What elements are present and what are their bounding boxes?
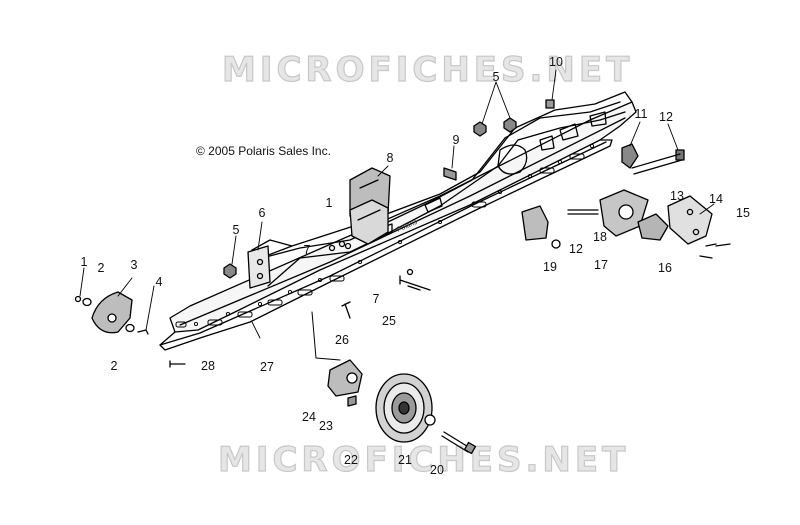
callout-2-lower[interactable]: 2 — [110, 358, 118, 373]
bolts-15 — [699, 243, 731, 259]
callout-26[interactable]: 26 — [335, 332, 349, 347]
callout-8[interactable]: 8 — [386, 150, 394, 165]
rear-shaft-13 — [631, 153, 683, 175]
callout-24[interactable]: 24 — [302, 409, 316, 424]
bracket-14 — [667, 195, 713, 245]
pivot-arm-bore — [618, 204, 634, 220]
callout-12[interactable]: 12 — [659, 109, 673, 124]
bolt-7b — [399, 275, 431, 291]
wheel-bracket-24 — [327, 359, 363, 397]
watermark-top: MICROFICHES.NET — [221, 49, 634, 90]
bolt-10 — [545, 99, 555, 109]
callout-22[interactable]: 22 — [344, 452, 358, 467]
bolt-9 — [443, 167, 457, 181]
callout-7-upper[interactable]: 7 — [303, 242, 311, 257]
cap-16 — [637, 213, 669, 241]
leader-line — [311, 311, 341, 361]
bolt-28 — [169, 360, 186, 368]
callout-25[interactable]: 25 — [382, 313, 396, 328]
nut-5b — [473, 121, 487, 137]
callout-11[interactable]: 11 — [634, 106, 648, 121]
nut-12 — [675, 149, 685, 161]
washer-2b — [125, 323, 135, 333]
callout-2[interactable]: 2 — [97, 260, 105, 275]
nut-5a — [223, 263, 237, 279]
bracket-6 — [247, 245, 271, 289]
callout-10[interactable]: 10 — [549, 54, 563, 69]
spacer-block-19 — [521, 205, 549, 241]
bolt-26 — [341, 301, 351, 319]
callout-12-lower[interactable]: 12 — [569, 241, 583, 256]
callout-5-left[interactable]: 5 — [232, 222, 240, 237]
callout-15[interactable]: 15 — [736, 205, 750, 220]
callout-5-top[interactable]: 5 — [492, 69, 500, 84]
rivet-7a — [328, 244, 336, 252]
callout-28[interactable]: 28 — [201, 358, 215, 373]
callout-4[interactable]: 4 — [155, 274, 163, 289]
front-pivot-block — [91, 291, 133, 334]
washer-12b — [551, 239, 561, 249]
bracket-11 — [621, 143, 639, 169]
callout-7-lower[interactable]: 7 — [372, 291, 380, 306]
callout-1-upper[interactable]: 1 — [325, 195, 333, 210]
callout-6[interactable]: 6 — [258, 205, 266, 220]
rivet-1c — [344, 242, 352, 250]
callout-9[interactable]: 9 — [452, 132, 460, 147]
callout-20[interactable]: 20 — [430, 462, 444, 477]
callout-21[interactable]: 21 — [398, 452, 412, 467]
rivet-1 — [74, 295, 82, 303]
callout-17[interactable]: 17 — [594, 257, 608, 272]
bolt-4 — [137, 329, 149, 335]
washer-21 — [424, 414, 436, 426]
bracket-hole — [256, 272, 264, 280]
callout-27[interactable]: 27 — [260, 359, 274, 374]
rail-assembly — [159, 91, 637, 351]
washer-2 — [82, 297, 92, 307]
callout-16[interactable]: 16 — [658, 260, 672, 275]
callout-13[interactable]: 13 — [670, 188, 684, 203]
bracket-hole — [256, 258, 264, 266]
bolt-20 — [441, 431, 471, 453]
bolt-23 — [347, 395, 357, 407]
watermark-bottom: MICROFICHES.NET — [217, 439, 630, 480]
callout-3[interactable]: 3 — [130, 257, 138, 272]
callout-14[interactable]: 14 — [709, 191, 723, 206]
callout-23[interactable]: 23 — [319, 418, 333, 433]
pivot-bore — [107, 313, 117, 323]
nut-5c — [503, 117, 517, 133]
callout-19[interactable]: 19 — [543, 259, 557, 274]
callout-1[interactable]: 1 — [80, 254, 88, 269]
rivet-1b — [338, 240, 346, 248]
callout-18[interactable]: 18 — [593, 229, 607, 244]
nut-7b — [406, 268, 414, 276]
copyright-notice: © 2005 Polaris Sales Inc. — [196, 144, 331, 158]
axle-18 — [567, 209, 599, 215]
